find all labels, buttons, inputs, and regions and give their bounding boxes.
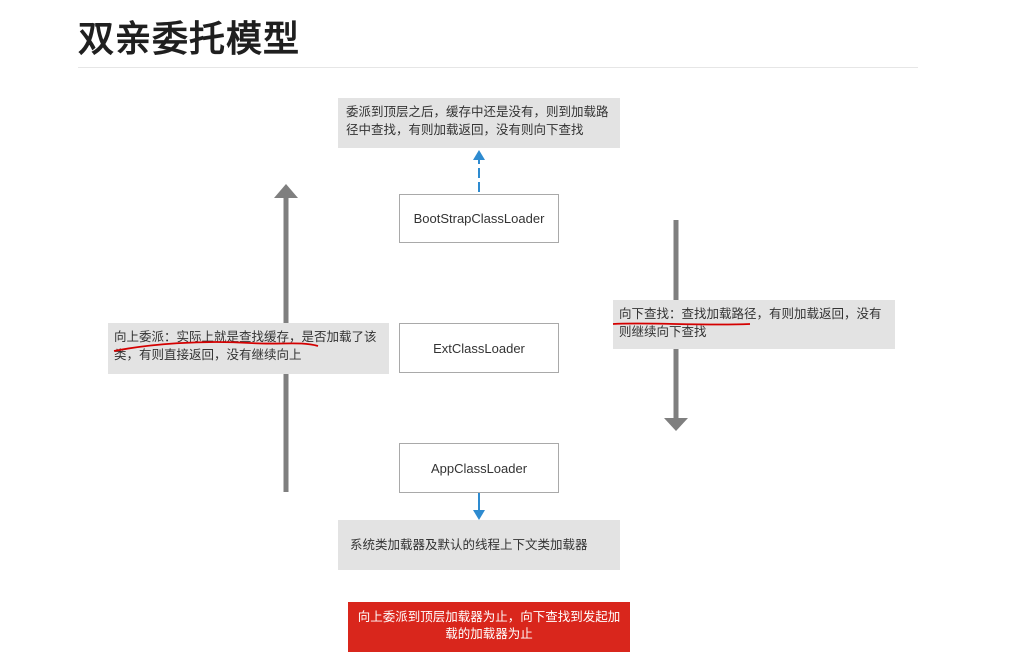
summary-note-text: 向上委派到顶层加载器为止，向下查找到发起加载的加载器为止 (357, 609, 621, 641)
bottom-note: 系统类加载器及默认的线程上下文类加载器 (338, 520, 620, 570)
app-classloader-box: AppClassLoader (399, 443, 559, 493)
page-title: 双亲委托模型 (78, 19, 301, 60)
down-arrow-head (664, 418, 688, 431)
ext-classloader-box: ExtClassLoader (399, 323, 559, 373)
left-note: 向上委派：实际上就是查找缓存，是否加载了该类，有则直接返回，没有继续向上 (108, 323, 389, 374)
title-divider (78, 67, 918, 68)
right-note: 向下查找：查找加载路径，有则加载返回，没有则继续向下查找 (613, 300, 895, 349)
bootstrap-classloader-box: BootStrapClassLoader (399, 194, 559, 243)
bottom-note-text: 系统类加载器及默认的线程上下文类加载器 (350, 537, 588, 552)
top-note-text: 委派到顶层之后，缓存中还是没有，则到加载路径中查找，有则加载返回，没有则向下查找 (346, 104, 609, 137)
summary-note: 向上委派到顶层加载器为止，向下查找到发起加载的加载器为止 (348, 602, 630, 652)
right-note-text: 向下查找：查找加载路径，有则加载返回，没有则继续向下查找 (619, 306, 882, 339)
app-classloader-label: AppClassLoader (430, 460, 528, 476)
left-note-text: 向上委派：实际上就是查找缓存，是否加载了该类，有则直接返回，没有继续向上 (114, 329, 377, 362)
up-arrow-head (274, 184, 298, 198)
bootstrap-to-note-arrow-head (473, 150, 485, 160)
app-to-note-arrow-head (473, 510, 485, 520)
bootstrap-classloader-label: BootStrapClassLoader (413, 211, 545, 226)
top-note: 委派到顶层之后，缓存中还是没有，则到加载路径中查找，有则加载返回，没有则向下查找 (338, 98, 620, 148)
ext-classloader-label: ExtClassLoader (433, 340, 525, 356)
